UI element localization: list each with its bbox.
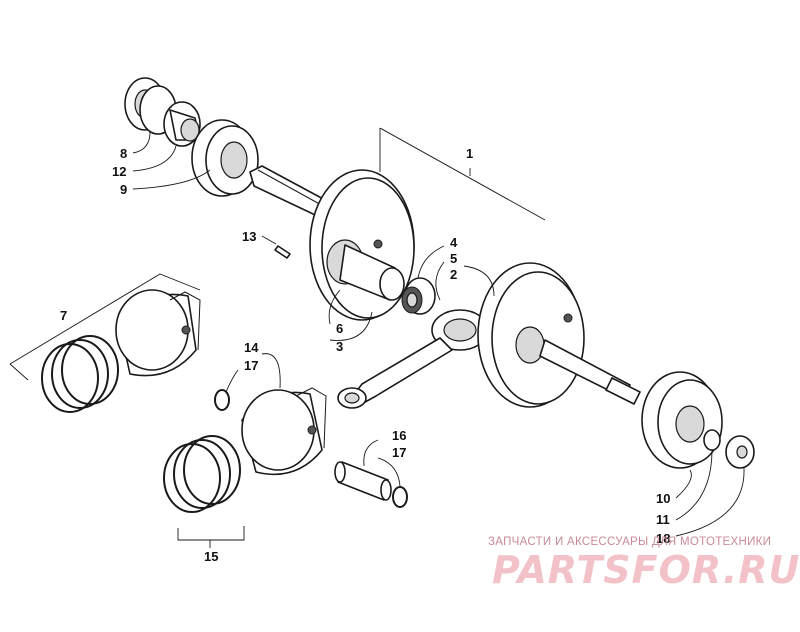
callout-12: 12 [112, 164, 126, 179]
callout-18: 18 [656, 531, 670, 546]
piston-rings-7 [41, 335, 119, 413]
callout-2: 2 [450, 267, 457, 282]
callout-9: 9 [120, 182, 127, 197]
callout-10: 10 [656, 491, 670, 506]
piston-7 [115, 289, 201, 377]
callout-3: 3 [336, 339, 343, 354]
callout-7: 7 [60, 308, 67, 323]
circlip-17-right [392, 486, 408, 508]
right-main-bearing-10 [641, 371, 723, 469]
callout-5: 5 [450, 251, 457, 266]
callout-17-lower: 17 [392, 445, 406, 460]
piston-rings-15 [163, 435, 241, 513]
callout-16: 16 [392, 428, 406, 443]
watermark-caption: ЗАПЧАСТИ И АКСЕССУАРЫ ДЛЯ МОТОТЕХНИКИ [488, 536, 772, 548]
circlip-17-left [214, 389, 230, 411]
connecting-rod-2 [337, 309, 489, 409]
crankshaft-right-half [477, 262, 641, 408]
left-gear-bearing-8 [124, 77, 177, 135]
piston-14 [241, 387, 327, 476]
callout-8: 8 [120, 146, 127, 161]
leader-lines [9, 127, 745, 548]
washer-18 [725, 435, 755, 469]
callout-14: 14 [244, 340, 259, 355]
callout-labels: 1 8 12 9 13 4 5 2 6 3 7 14 17 16 17 15 1… [60, 146, 670, 564]
left-collar-12 [163, 101, 201, 147]
needle-bearing-4 [401, 277, 436, 315]
callout-6: 6 [336, 321, 343, 336]
callout-1: 1 [466, 146, 473, 161]
callout-13: 13 [242, 229, 256, 244]
callout-15: 15 [204, 549, 218, 564]
left-main-bearing-9 [191, 119, 259, 197]
piston-pin-16 [334, 461, 392, 501]
watermark-logo: PARTSFOR.RU [492, 548, 800, 592]
callout-4: 4 [450, 235, 458, 250]
callout-11: 11 [656, 512, 670, 527]
callout-17-upper: 17 [244, 358, 258, 373]
crankshaft-left-half [249, 165, 415, 321]
woodruff-key-13 [274, 245, 291, 259]
oil-seal-11 [703, 429, 721, 451]
